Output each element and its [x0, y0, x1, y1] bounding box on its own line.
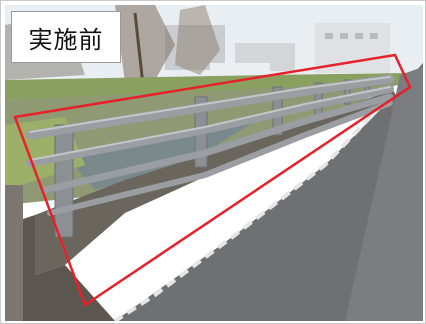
- road: [115, 63, 423, 321]
- bridge-railing-photo: [5, 5, 423, 321]
- left-pillar: [5, 185, 23, 321]
- railing-bars: [25, 74, 395, 216]
- highlight-outline: [13, 53, 412, 307]
- road-lane: [345, 67, 423, 321]
- label-box: 実施前: [11, 11, 121, 63]
- road-edge-line: [113, 91, 395, 321]
- bridge-base: [5, 215, 115, 321]
- railing-highlights: [29, 76, 391, 161]
- label-text: 実施前: [28, 25, 104, 54]
